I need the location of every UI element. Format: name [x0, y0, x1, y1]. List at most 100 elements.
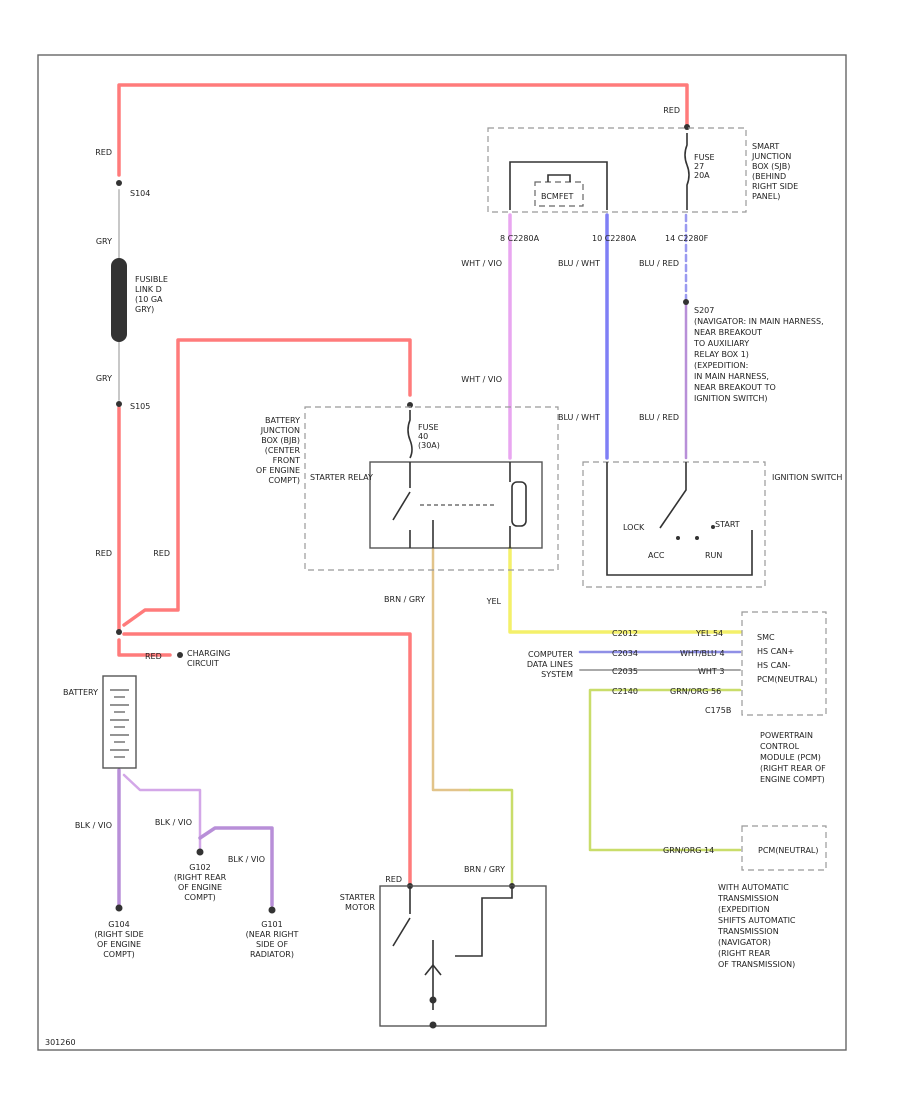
bcmfet-switch	[547, 174, 571, 182]
label-harness-note: S207(NAVIGATOR: IN MAIN HARNESS,NEAR BRE…	[693, 306, 824, 403]
smart-junction-box-outline	[487, 127, 747, 213]
fusible-link-icon	[111, 258, 127, 342]
label-ign-run: RUN	[705, 551, 722, 560]
trs-connector-outline	[741, 825, 827, 871]
wire-yel	[508, 546, 742, 634]
label-blu-red-upper: BLU / RED	[639, 259, 679, 268]
dot-g102	[196, 848, 204, 856]
wire-red-battery	[117, 638, 172, 657]
label-brn-gry-lower: BRN / GRY	[464, 865, 505, 874]
label-red-left: RED	[95, 549, 112, 558]
label-wht-vio-upper: WHT / VIO	[461, 259, 502, 268]
relay-switch-icon	[392, 462, 434, 548]
label-blu-wht-upper: BLU / WHT	[558, 259, 600, 268]
battery-cells	[110, 689, 129, 758]
ignition-switch-blade	[659, 462, 687, 529]
label-bcmfet: BCMFET	[541, 192, 573, 201]
label-ign-start: START	[715, 520, 740, 529]
label-s105: S105	[130, 402, 150, 411]
pcm-connector-outline	[741, 611, 827, 716]
ign-contact-acc	[676, 536, 680, 540]
label-grn-org-trs: GRN/ORG 14	[663, 846, 714, 855]
starter-ground-dot	[429, 996, 437, 1004]
dot-red-top-right	[684, 124, 690, 130]
label-starter-relay: STARTER RELAY	[310, 473, 373, 482]
wire-red-bjb	[122, 338, 412, 627]
label-brn-gry-upper: BRN / GRY	[384, 595, 425, 604]
dot-g101	[268, 906, 276, 914]
label-ign-lock: LOCK	[623, 523, 645, 532]
battery-junction-box-outline	[304, 406, 559, 571]
ign-contact-run	[695, 536, 699, 540]
label-wht-blu-pin: WHT/BLU 4	[680, 649, 725, 658]
battery-icon	[102, 675, 137, 769]
relay-coil-icon	[511, 481, 527, 527]
label-blu-wht-lower: BLU / WHT	[558, 413, 600, 422]
label-blu-red-lower: BLU / RED	[639, 413, 679, 422]
label-c2280f-14: 14 C2280F	[665, 234, 709, 243]
label-c2280a-10: 10 C2280A	[592, 234, 637, 243]
label-yel: YEL	[486, 597, 502, 606]
dot-g104	[115, 904, 123, 912]
label-blk-vio-3: BLK / VIO	[228, 855, 265, 864]
label-trs: PCM(NEUTRAL)	[758, 846, 819, 855]
dot-s207	[683, 299, 689, 305]
label-red-top-right: RED	[663, 106, 680, 115]
ignition-switch-frame	[606, 462, 753, 576]
label-c2034: C2034	[612, 649, 638, 658]
starter-ground-dot-2	[429, 1021, 437, 1029]
diagram-frame	[37, 54, 847, 1051]
fuse-40-icon	[407, 410, 413, 459]
label-c2140: C2140	[612, 687, 638, 696]
label-ign-acc: ACC	[648, 551, 665, 560]
label-c2012: C2012	[612, 629, 638, 638]
label-c2280a-8: 8 C2280A	[500, 234, 540, 243]
starter-relay-box	[369, 461, 543, 549]
starter-motor-arc	[424, 963, 442, 976]
label-battery: BATTERY	[63, 688, 98, 697]
label-wht-vio-lower: WHT / VIO	[461, 375, 502, 384]
label-wht-pin: WHT 3	[698, 667, 724, 676]
splice-s104	[116, 180, 122, 186]
wire-red-starter	[122, 632, 412, 888]
label-c2035: C2035	[612, 667, 638, 676]
label-blk-vio-1: BLK / VIO	[75, 821, 112, 830]
fuse-27-icon	[684, 133, 690, 210]
label-red-starter: RED	[385, 875, 402, 884]
wire-g102	[122, 773, 202, 850]
label-red-mid: RED	[153, 549, 170, 558]
wire-g101	[198, 826, 274, 907]
label-red-battery: RED	[145, 652, 162, 661]
label-footer-code: 301260	[45, 1038, 76, 1047]
label-blk-vio-2: BLK / VIO	[155, 818, 192, 827]
starter-solenoid-icon	[392, 886, 513, 1010]
label-yel-pin: YEL 54	[695, 629, 723, 638]
ign-contact-start	[711, 525, 715, 529]
junction-battery-top	[116, 629, 122, 635]
label-gry-upper: GRY	[96, 237, 112, 246]
label-s104: S104	[130, 189, 150, 198]
label-grn-org-pin: GRN/ORG 56	[670, 687, 721, 696]
label-red-top-left: RED	[95, 148, 112, 157]
label-connector: C175B	[705, 706, 731, 715]
splice-s105	[116, 401, 122, 407]
ignition-switch-outline	[582, 461, 766, 588]
starter-motor-box	[379, 885, 547, 1027]
wire-grn-org	[588, 688, 742, 852]
label-ignition-switch: IGNITION SWITCH	[772, 473, 842, 482]
wire-brn-gry-lower	[468, 788, 514, 888]
label-gry-lower: GRY	[96, 374, 112, 383]
wire-brn-gry-upper	[431, 546, 472, 792]
